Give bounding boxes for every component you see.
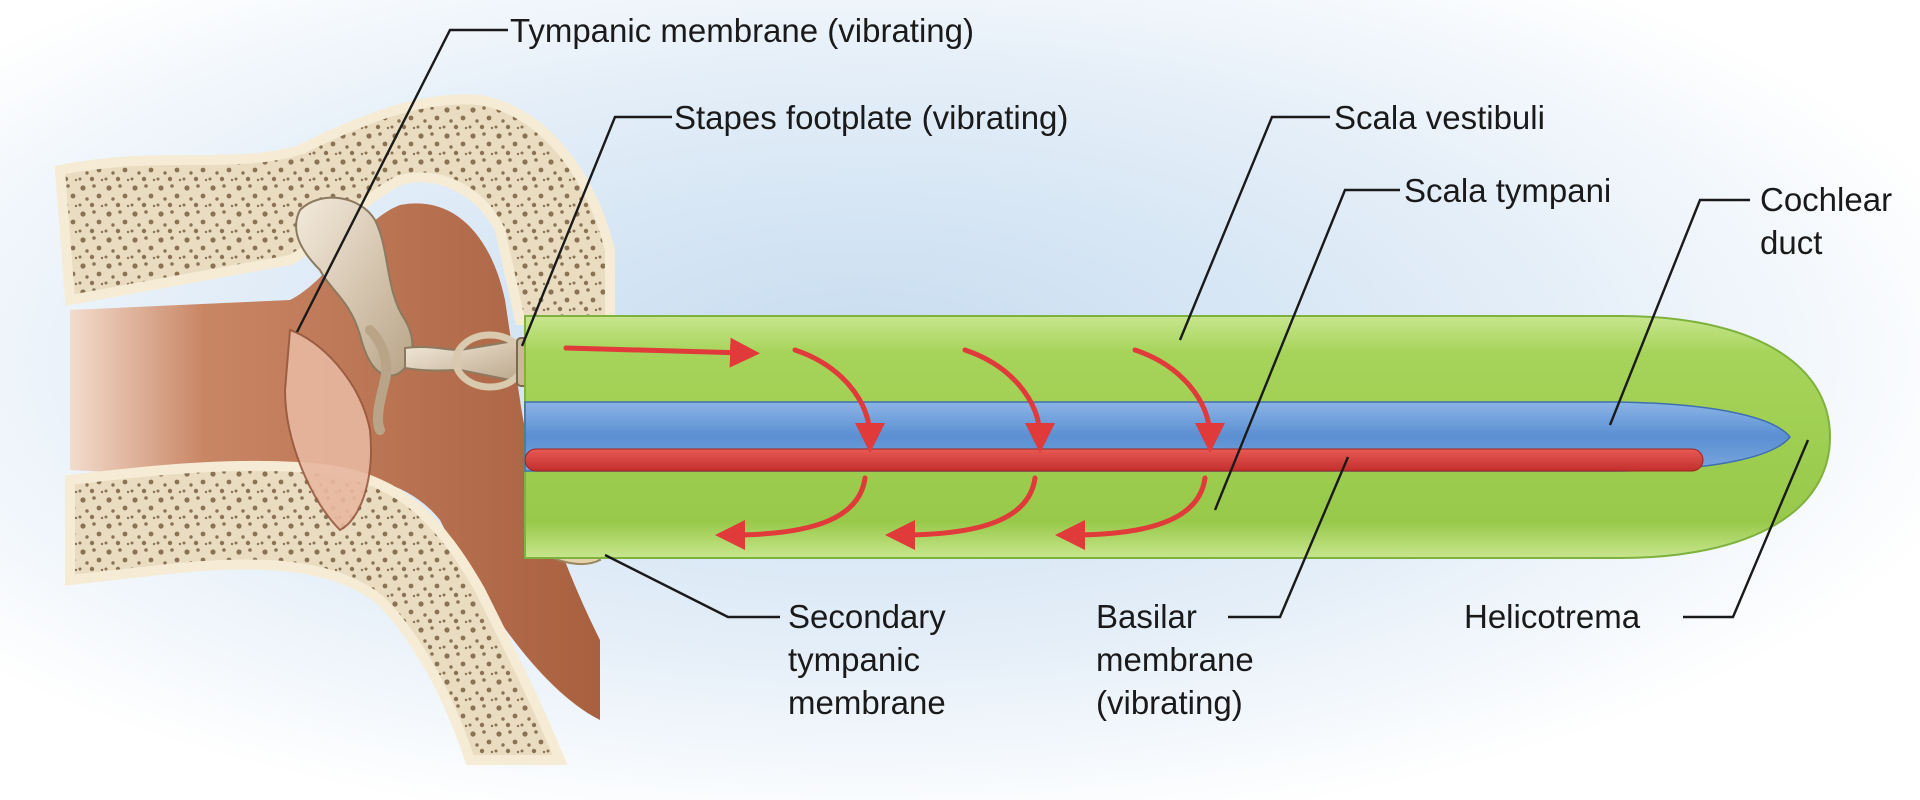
label-cochlear-duct-line-2: duct: [1760, 224, 1823, 261]
pressure-arrows: [563, 337, 1225, 550]
leader-basilar-membrane: [1228, 456, 1350, 619]
leader-helicotrema: [1683, 439, 1810, 619]
arrow-down-1: [792, 347, 885, 453]
label-tympanic-membrane: Tympanic membrane (vibrating): [510, 12, 974, 49]
middle-ear-anatomy: [54, 94, 615, 765]
label-secondary-line-2: tympanic: [788, 641, 921, 678]
basilar-membrane-shape: [524, 448, 1704, 472]
label-secondary-line-1: Secondary: [788, 598, 946, 635]
lower-temporal-bone: [65, 460, 568, 765]
label-cochlear-duct-line-1: Cochlear: [1760, 181, 1893, 218]
arrow-stapes-forward: [563, 337, 760, 368]
arrow-back-3: [1055, 475, 1208, 550]
leader-scala-vestibuli: [1178, 115, 1330, 341]
label-basilar-line-3: (vibrating): [1096, 684, 1243, 721]
label-secondary-line-3: membrane: [788, 684, 946, 721]
label-secondary-tympanic-membrane: Secondary tympanic membrane: [788, 595, 946, 724]
label-basilar-line-1: Basilar: [1096, 598, 1197, 635]
uncoiled-cochlea: [524, 315, 1832, 559]
incus-process: [365, 325, 392, 435]
arrow-down-3: [1132, 347, 1225, 453]
leader-tympanic-membrane: [295, 28, 508, 333]
label-scala-vestibuli: Scala vestibuli: [1334, 99, 1545, 136]
leader-cochlear-duct: [1608, 198, 1750, 426]
ossicles: [295, 196, 414, 377]
arrow-back-2: [885, 475, 1038, 550]
leader-stapes-footplate: [520, 115, 672, 347]
label-stapes-footplate: Stapes footplate (vibrating): [674, 99, 1069, 136]
arrow-back-1: [715, 475, 868, 550]
leader-secondary-tympanic-membrane: [604, 553, 780, 619]
label-basilar-membrane: Basilar membrane (vibrating): [1096, 595, 1254, 724]
label-helicotrema: Helicotrema: [1464, 598, 1641, 635]
arrow-down-2: [962, 347, 1055, 453]
leader-lines: [295, 28, 1810, 619]
label-scala-tympani: Scala tympani: [1404, 172, 1612, 209]
tympanic-membrane-shape: [283, 328, 372, 532]
leader-scala-tympani: [1213, 188, 1400, 511]
label-cochlear-duct: Cochlear duct: [1760, 178, 1892, 264]
label-basilar-line-2: membrane: [1096, 641, 1254, 678]
